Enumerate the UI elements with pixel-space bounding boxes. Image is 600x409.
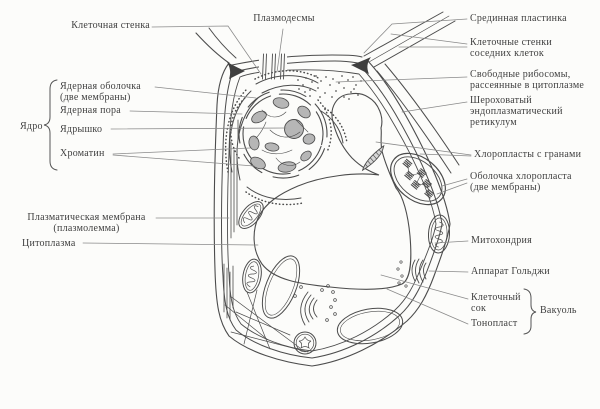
label-chromatin: Хроматин bbox=[60, 148, 105, 159]
mitochondria bbox=[238, 201, 451, 355]
mitochondrion-left-lower bbox=[242, 258, 262, 294]
label-tonoplast: Тонопласт bbox=[471, 318, 518, 329]
golgi-apparatus-center bbox=[293, 284, 337, 326]
label-plasmodesmata: Плазмодесмы bbox=[253, 13, 315, 24]
label-nuclear-envelope: Ядерная оболочка (две мембраны) bbox=[60, 81, 141, 103]
chromatin-strands bbox=[255, 109, 309, 166]
mitochondrion-right bbox=[427, 214, 451, 254]
nucleolus-body bbox=[284, 119, 304, 139]
group-brackets bbox=[43, 79, 537, 335]
label-mitochondrion: Митохондрия bbox=[471, 235, 532, 246]
smooth-organelles bbox=[261, 255, 404, 345]
label-chloroplast-envelope: Оболочка хлоропласта (две мембраны) bbox=[470, 171, 572, 193]
label-nucleus: Ядро bbox=[20, 121, 43, 132]
chromatin-blobs bbox=[248, 97, 316, 173]
label-free-ribosomes: Свободные рибосомы, рассеянные в цитопла… bbox=[470, 69, 585, 91]
label-nucleolus: Ядрышко bbox=[60, 124, 103, 135]
label-rough-er: Шероховатый эндоплазматический ретикулум bbox=[470, 95, 563, 128]
nucleus bbox=[230, 89, 332, 179]
label-neighbor-walls: Клеточные стенки соседних клеток bbox=[470, 37, 552, 59]
label-chloroplasts: Хлоропласты с гранами bbox=[474, 149, 582, 160]
label-nuclear-pore: Ядерная пора bbox=[60, 105, 121, 116]
chloroplast-with-grana bbox=[361, 144, 446, 206]
vacuole-tonoplast bbox=[253, 92, 412, 290]
mitochondrion-round bbox=[293, 331, 317, 355]
pointer-lines bbox=[82, 18, 472, 325]
cell-wall-outline bbox=[195, 11, 460, 367]
label-middle-lamella: Срединная пластинка bbox=[470, 13, 567, 24]
chloroplast-edge-on bbox=[361, 144, 385, 172]
cytoskeleton-strands bbox=[224, 289, 309, 353]
label-golgi: Аппарат Гольджи bbox=[471, 266, 550, 277]
rough-er-cisternae bbox=[224, 70, 348, 206]
label-plasma-membrane: Плазматическая мембрана (плазмолемма) bbox=[27, 212, 146, 234]
vacuole-brace bbox=[523, 288, 537, 335]
label-cell-sap: Клеточный сок bbox=[471, 292, 521, 314]
nucleus-brace bbox=[43, 79, 58, 171]
plasmodesmata-channels bbox=[259, 53, 287, 80]
label-vacuole: Вакуоль bbox=[540, 305, 577, 316]
label-cell-wall: Клеточная стенка bbox=[71, 20, 150, 31]
free-ribosomes-stipple bbox=[297, 75, 362, 100]
golgi-apparatus-right bbox=[396, 258, 427, 288]
label-cytoplasm: Цитоплазма bbox=[22, 238, 76, 249]
mitochondrion-left-upper bbox=[238, 201, 264, 229]
